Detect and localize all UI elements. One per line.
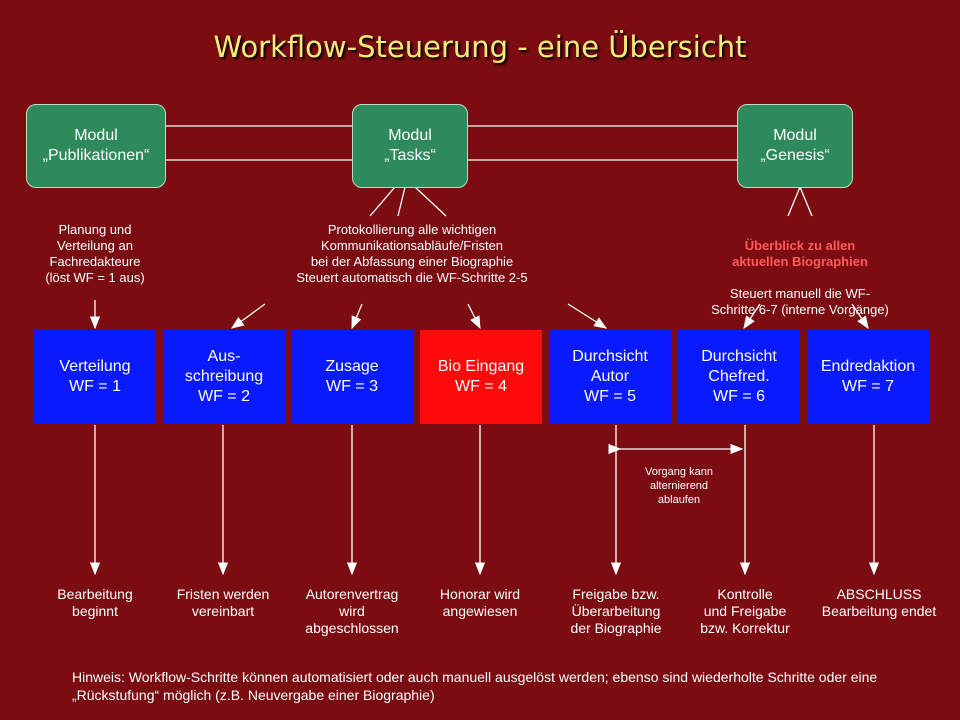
tasks-fan-line: [414, 186, 447, 217]
module-tasks: Modul „Tasks“: [352, 104, 468, 188]
step-verteilung: Verteilung WF = 1: [34, 330, 156, 424]
step-durchsicht-autor: Durchsicht Autor WF = 5: [549, 330, 671, 424]
note-ueberblick-text: Steuert manuell die WF- Schritte 6-7 (in…: [711, 286, 889, 317]
result-1: Bearbeitung beginnt: [57, 586, 133, 619]
arrow-to-step-7: [851, 303, 869, 330]
note-ueberblick: Überblick zu allen aktuellen Biographien…: [682, 222, 918, 318]
alternate-note: Vorgang kann alternierend ablaufen: [645, 466, 713, 506]
step-endredaktion: Endredaktion WF = 7: [807, 330, 929, 424]
note-protokoll: Protokollierung alle wichtigen Kommunika…: [296, 222, 528, 285]
result-4: Honorar wird angewiesen: [439, 586, 521, 619]
module-publikationen: Modul „Publikationen“: [26, 104, 166, 188]
result-5: Freigabe bzw. Überarbeitung der Biograph…: [570, 586, 662, 636]
result-3: Autorenvertrag wird abgeschlossen: [305, 586, 399, 636]
result-2: Fristen werden vereinbart: [176, 586, 270, 619]
tasks-fan-line: [397, 186, 406, 217]
arrow-to-step-4: [467, 303, 481, 330]
result-6: Kontrolle und Freigabe bzw. Korrektur: [700, 586, 790, 636]
arrow-to-step-3: [351, 303, 363, 330]
arrow-to-step-2: [230, 303, 266, 329]
note-planung: Planung und Verteilung an Fachredakteure…: [45, 222, 145, 285]
arrow-to-step-5: [567, 303, 608, 329]
genesis-fan-line: [787, 186, 801, 217]
hint-text: Hinweis: Workflow-Schritte können automa…: [72, 669, 878, 703]
step-zusage: Zusage WF = 3: [291, 330, 413, 424]
step-durchsicht-chefred: Durchsicht Chefred. WF = 6: [678, 330, 800, 424]
note-ueberblick-highlight: Überblick zu allen aktuellen Biographien: [732, 238, 868, 269]
result-7: ABSCHLUSS Bearbeitung endet: [821, 586, 937, 619]
tasks-fan-line: [369, 186, 396, 217]
arrow-to-step-6: [743, 303, 761, 330]
genesis-fan-line: [799, 186, 813, 217]
step-ausschreibung: Aus- schreibung WF = 2: [163, 330, 285, 424]
page-title: Workflow-Steuerung - eine Übersicht: [213, 30, 747, 64]
step-bio-eingang: Bio Eingang WF = 4: [420, 330, 542, 424]
module-genesis: Modul „Genesis“: [737, 104, 853, 188]
